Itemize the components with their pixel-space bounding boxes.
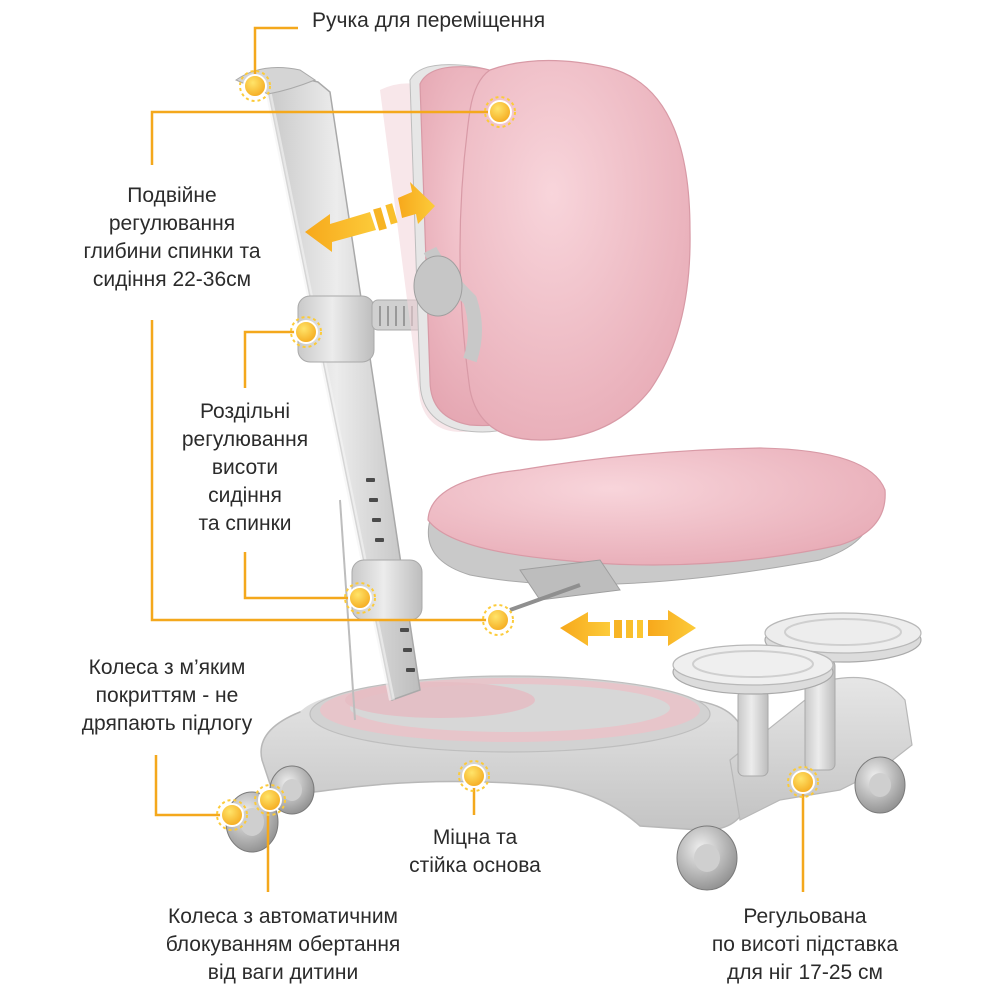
wheel-rear-right (854, 756, 906, 814)
label-height-line-2: регулювання (181, 428, 309, 451)
marker-back-height (290, 316, 322, 348)
callout-line-height-top (243, 330, 305, 388)
marker-seat-height (344, 582, 376, 614)
label-lock-wheels-line-2: блокуванням обертання (165, 933, 401, 956)
label-height-line-5: та спинки (198, 512, 292, 535)
label-base: Міцна та стійка основа (385, 824, 565, 880)
label-base-line-2: стійка основа (409, 854, 541, 877)
label-handle: Ручка для переміщення (312, 7, 545, 35)
column (234, 67, 433, 721)
label-depth-line-4: сидіння 22-36см (92, 268, 252, 291)
marker-soft-wheels (216, 799, 248, 831)
depth-adjust-arrow-back (305, 182, 435, 252)
marker-footrest (787, 766, 819, 798)
label-depth-line-2: регулювання (108, 212, 236, 235)
label-height-adjustment: Роздільні регулювання висоти сидіння та … (150, 398, 340, 538)
label-footrest: Регульована по висоті підставка для ніг … (680, 903, 930, 987)
label-soft-wheels-line-2: покриттям - не (95, 684, 239, 707)
label-height-line-1: Роздільні (199, 400, 291, 423)
height-slots (366, 478, 415, 672)
label-depth-line-1: Подвійне (127, 184, 217, 207)
marker-seat-depth (482, 604, 514, 636)
wheels (225, 756, 906, 891)
label-lock-wheels: Колеса з автоматичним блокуванням оберта… (118, 903, 448, 987)
chair-base (260, 675, 749, 831)
marker-lock-wheels (254, 784, 286, 816)
seat-depth-arrow (560, 610, 696, 646)
label-footrest-line-2: по висоті підставка (711, 933, 899, 956)
label-soft-wheels: Колеса з м’яким покриттям - не дряпають … (52, 654, 282, 738)
label-depth-line-3: глибини спинки та (83, 240, 261, 263)
callout-line-depth-bottom (150, 320, 496, 622)
marker-base (458, 760, 490, 792)
label-soft-wheels-line-3: дряпають підлогу (81, 712, 253, 735)
label-depth-adjustment: Подвійне регулювання глибини спинки та с… (52, 182, 292, 294)
callout-line-depth-top (150, 110, 488, 165)
marker-backrest (484, 96, 516, 128)
callout-markers (216, 70, 819, 831)
marker-handle (239, 70, 271, 102)
label-height-line-3: висоти (211, 456, 279, 479)
callout-lines (150, 26, 805, 892)
label-soft-wheels-line-1: Колеса з м’яким (88, 656, 246, 679)
label-footrest-line-1: Регульована (743, 905, 867, 928)
callout-line-soft-wheels (154, 755, 230, 817)
label-base-line-1: Міцна та (432, 826, 518, 849)
footrest (672, 612, 922, 821)
label-lock-wheels-line-3: від ваги дитини (207, 961, 359, 984)
label-footrest-line-3: для ніг 17-25 см (727, 961, 883, 984)
label-height-line-4: сидіння (208, 484, 282, 507)
backrest (380, 59, 691, 441)
label-lock-wheels-line-1: Колеса з автоматичним (167, 905, 398, 928)
seat (427, 447, 886, 612)
wheel-front-center (676, 825, 738, 891)
label-handle-line-1: Ручка для переміщення (312, 9, 546, 32)
callout-line-height-bottom (243, 552, 358, 600)
callout-line-handle (253, 26, 298, 82)
